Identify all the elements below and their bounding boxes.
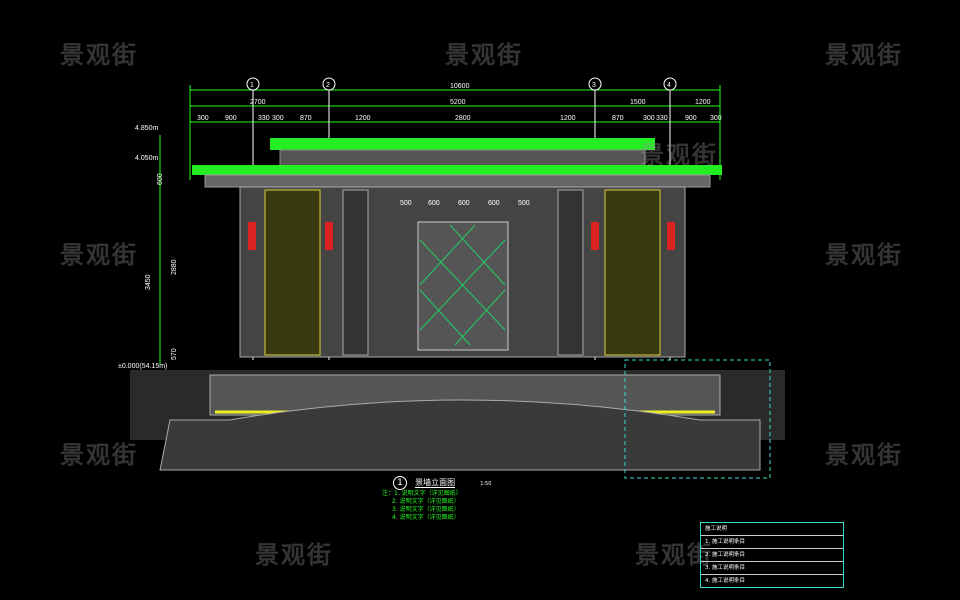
svg-text:500: 500 bbox=[400, 200, 412, 207]
dim-total: 10600 bbox=[450, 83, 470, 90]
dim-label: 300 bbox=[643, 115, 655, 122]
svg-text:5200: 5200 bbox=[450, 99, 466, 106]
svg-text:4.850m: 4.850m bbox=[135, 125, 159, 132]
svg-text:2: 2 bbox=[326, 82, 330, 89]
dim-label: 870 bbox=[612, 115, 624, 122]
watermark: 景观街 bbox=[60, 441, 138, 469]
construction-table: 施工说明 1. 施工说明条目 2. 施工说明条目 3. 施工说明条目 4. 施工… bbox=[700, 522, 844, 588]
watermark: 景观街 bbox=[60, 41, 138, 69]
svg-text:3: 3 bbox=[592, 82, 596, 89]
svg-text:600: 600 bbox=[428, 200, 440, 207]
dim-label: 900 bbox=[225, 115, 237, 122]
svg-text:600: 600 bbox=[157, 173, 164, 185]
watermark: 景观街 bbox=[60, 241, 138, 269]
drawing-title: 1 景墙立面图 1:50 bbox=[393, 470, 491, 490]
dim-label: 300 bbox=[710, 115, 722, 122]
dim-label: 300 bbox=[197, 115, 209, 122]
svg-text:600: 600 bbox=[458, 200, 470, 207]
svg-text:2700: 2700 bbox=[250, 99, 266, 106]
notes: 注：1. 说明文字（详见图纸）2. 说明文字（详见图纸） 3. 说明文字（详见图… bbox=[382, 490, 462, 521]
foundation bbox=[130, 359, 785, 479]
dim-label: 900 bbox=[685, 115, 697, 122]
watermark: 景观街 bbox=[825, 441, 903, 469]
watermark: 景观街 bbox=[825, 41, 903, 69]
svg-text:1200: 1200 bbox=[695, 99, 711, 106]
svg-text:600: 600 bbox=[488, 200, 500, 207]
watermark: 景观街 bbox=[445, 41, 523, 69]
dim-label: 330 bbox=[656, 115, 668, 122]
svg-text:±0.000(54.15m): ±0.000(54.15m) bbox=[118, 363, 167, 370]
dim-label: 2800 bbox=[455, 115, 471, 122]
watermark: 景观街 bbox=[640, 141, 718, 169]
wall: 500 600 600 600 500 bbox=[239, 186, 686, 358]
dim-label: 1200 bbox=[355, 115, 371, 122]
dim-label: 300 bbox=[272, 115, 284, 122]
svg-text:1500: 1500 bbox=[630, 99, 646, 106]
svg-text:4.050m: 4.050m bbox=[135, 155, 159, 162]
dim-label: 330 bbox=[258, 115, 270, 122]
dim-label: 1200 bbox=[560, 115, 576, 122]
watermark: 景观街 bbox=[255, 541, 333, 569]
dim-label: 870 bbox=[300, 115, 312, 122]
svg-text:2880: 2880 bbox=[171, 259, 178, 275]
watermark: 景观街 bbox=[825, 241, 903, 269]
svg-text:3450: 3450 bbox=[145, 274, 152, 290]
watermark: 景观街 bbox=[635, 541, 713, 569]
svg-text:570: 570 bbox=[171, 348, 178, 360]
svg-text:1: 1 bbox=[250, 82, 254, 89]
svg-text:500: 500 bbox=[518, 200, 530, 207]
svg-text:4: 4 bbox=[667, 82, 671, 89]
dimension-lines bbox=[159, 85, 721, 365]
